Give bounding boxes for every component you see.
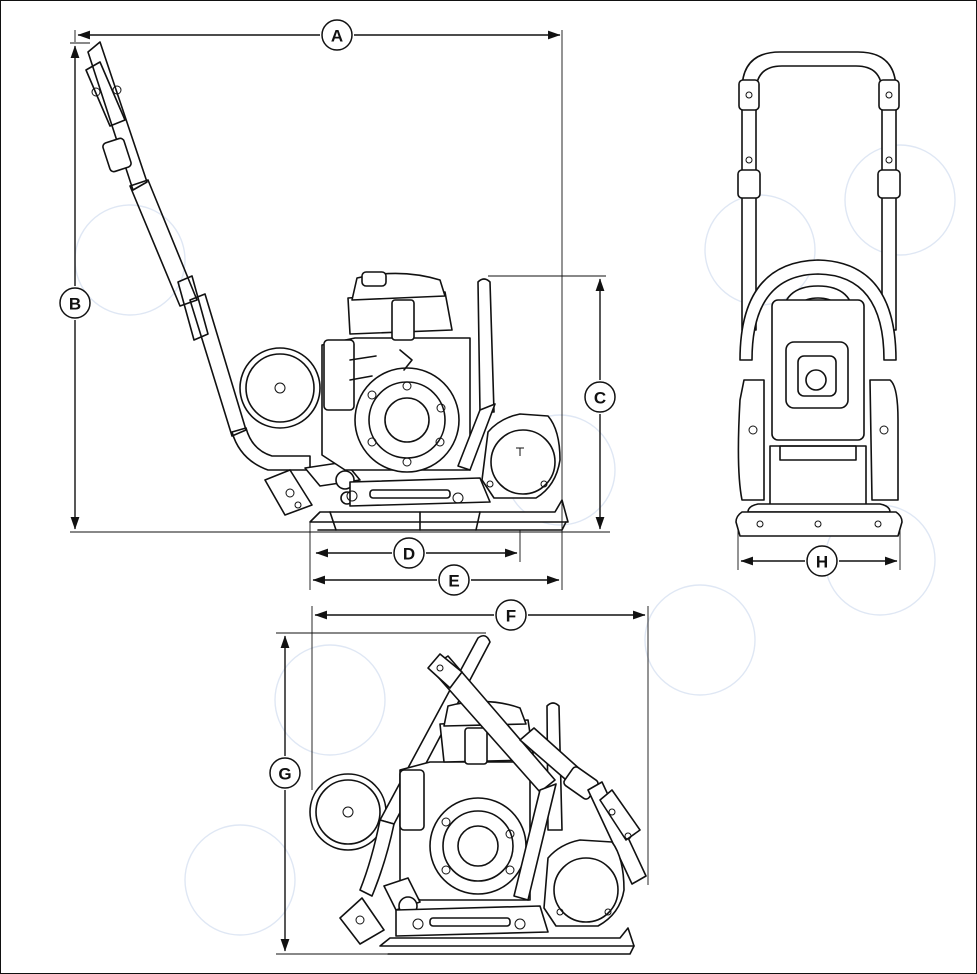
label-f: F bbox=[506, 607, 516, 626]
label-d: D bbox=[403, 545, 415, 564]
front-view-dimensions bbox=[737, 530, 901, 570]
label-h-bubble: H bbox=[806, 545, 838, 577]
label-c-bubble: C bbox=[584, 381, 616, 413]
label-a: A bbox=[331, 27, 343, 46]
label-c: C bbox=[594, 389, 606, 408]
side-view-dimensions bbox=[70, 30, 610, 590]
label-f-bubble: F bbox=[495, 599, 527, 631]
label-a-bubble: A bbox=[321, 19, 353, 51]
label-g-bubble: G bbox=[269, 757, 301, 789]
folded-view-dimensions bbox=[276, 606, 649, 955]
label-h: H bbox=[816, 553, 828, 572]
label-b-bubble: B bbox=[59, 287, 91, 319]
folded-view-machine bbox=[309, 634, 647, 955]
label-e-bubble: E bbox=[438, 564, 470, 596]
side-view-machine bbox=[85, 41, 569, 531]
label-g: G bbox=[278, 765, 291, 784]
label-e: E bbox=[448, 572, 459, 591]
label-b: B bbox=[69, 295, 81, 314]
front-view-machine bbox=[735, 51, 903, 537]
label-d-bubble: D bbox=[393, 537, 425, 569]
